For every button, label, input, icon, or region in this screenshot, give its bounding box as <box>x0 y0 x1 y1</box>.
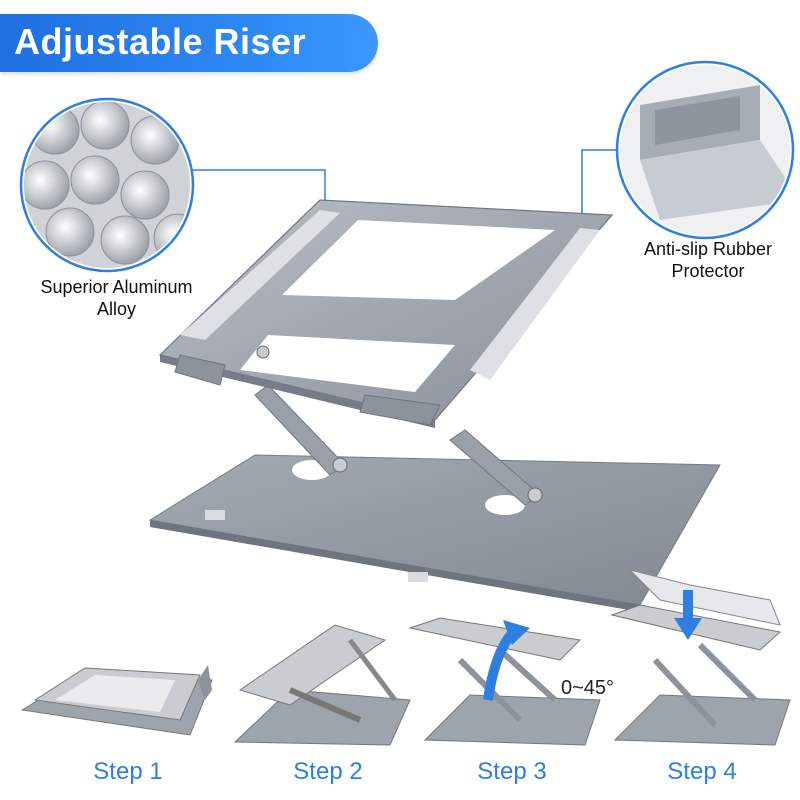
aluminum-alloy-label: Superior Aluminum Alloy <box>14 276 219 320</box>
step-2-label: Step 2 <box>293 758 363 785</box>
step-1-illustration <box>20 665 213 736</box>
rubber-protector-label: Anti-slip Rubber Protector <box>618 238 798 282</box>
rubber-label-line2: Protector <box>671 261 745 281</box>
aluminum-label-line1: Superior Aluminum <box>40 277 193 297</box>
step-4-label: Step 4 <box>667 758 737 785</box>
step-3-label: Step 3 <box>477 758 547 785</box>
step-2-illustration <box>233 624 411 746</box>
step-4-illustration <box>610 569 791 746</box>
aluminum-rods-callout <box>19 97 329 273</box>
aluminum-label-line2: Alloy <box>96 299 136 319</box>
rubber-protector-callout <box>578 60 795 240</box>
laptop-stand-main <box>148 199 721 612</box>
title-banner: Adjustable Riser <box>0 14 378 72</box>
angle-range-label: 0~45° <box>561 677 615 699</box>
step-1-label: Step 1 <box>93 758 163 785</box>
rubber-label-line1: Anti-slip Rubber <box>643 239 773 259</box>
step-3-illustration <box>408 617 601 746</box>
banner-title: Adjustable Riser <box>14 21 307 62</box>
